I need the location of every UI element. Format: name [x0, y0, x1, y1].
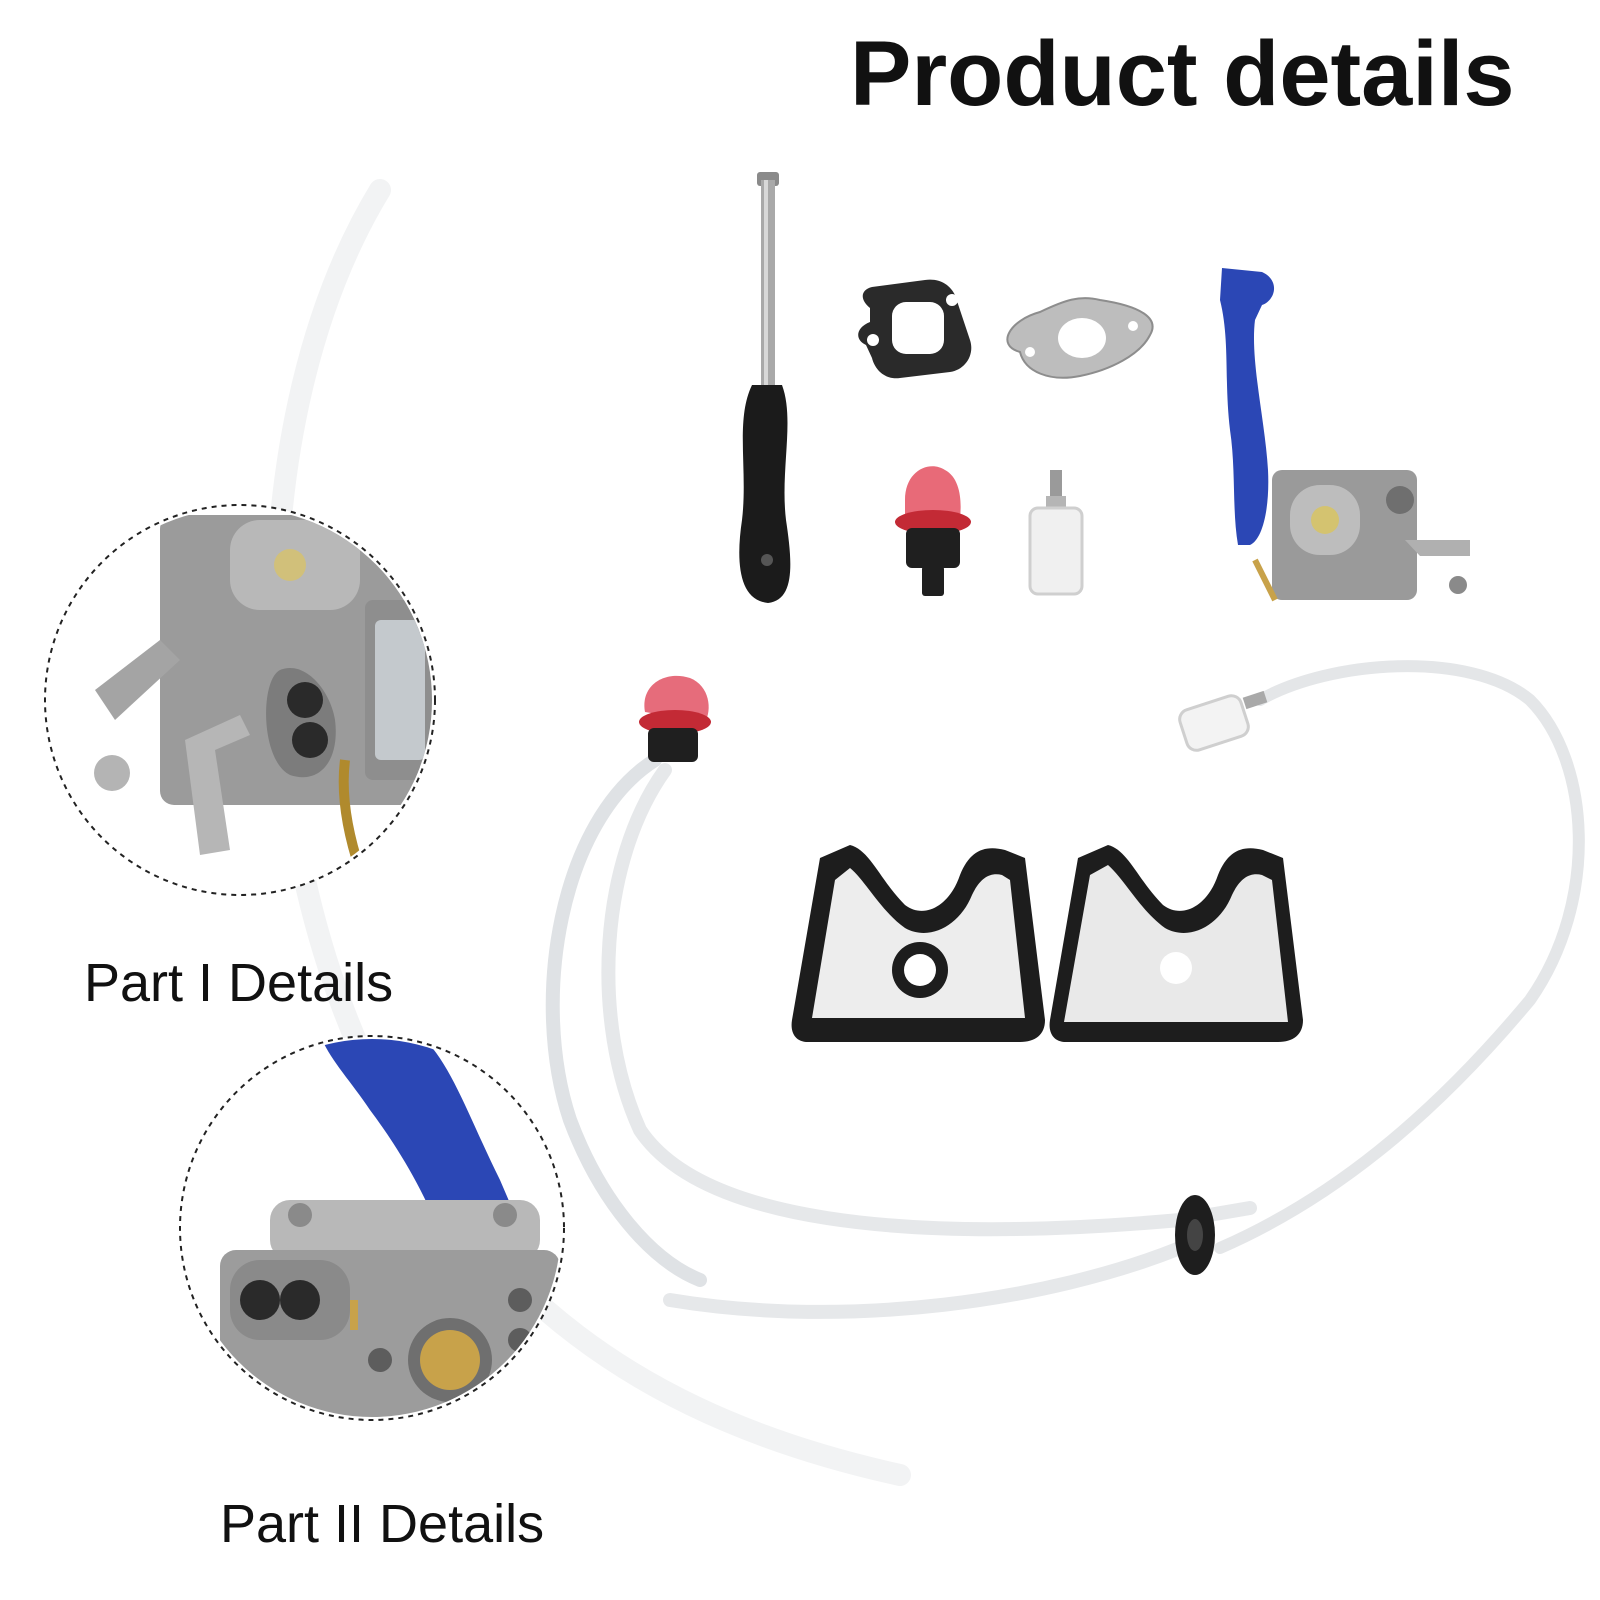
- gasket-metal-icon: [1006, 297, 1154, 379]
- primer-bulb-icon: [895, 466, 971, 596]
- fuel-filter-icon: [1028, 470, 1084, 596]
- gasket-icon: [858, 279, 972, 379]
- part-one-caption: Part I Details: [84, 953, 394, 1013]
- page-title: Product details: [850, 23, 1515, 125]
- part-one-detail-image: [44, 504, 436, 896]
- fuel-filter-icon: [1178, 690, 1268, 752]
- air-filter-icon: [791, 845, 1045, 1042]
- part-two-detail-image: [179, 1035, 565, 1421]
- primer-bulb-icon: [639, 675, 711, 762]
- air-filter-icon: [1049, 845, 1303, 1042]
- screwdriver-icon: [739, 172, 791, 603]
- part-two-caption: Part II Details: [220, 1494, 545, 1554]
- carburetor-icon: [1220, 268, 1470, 602]
